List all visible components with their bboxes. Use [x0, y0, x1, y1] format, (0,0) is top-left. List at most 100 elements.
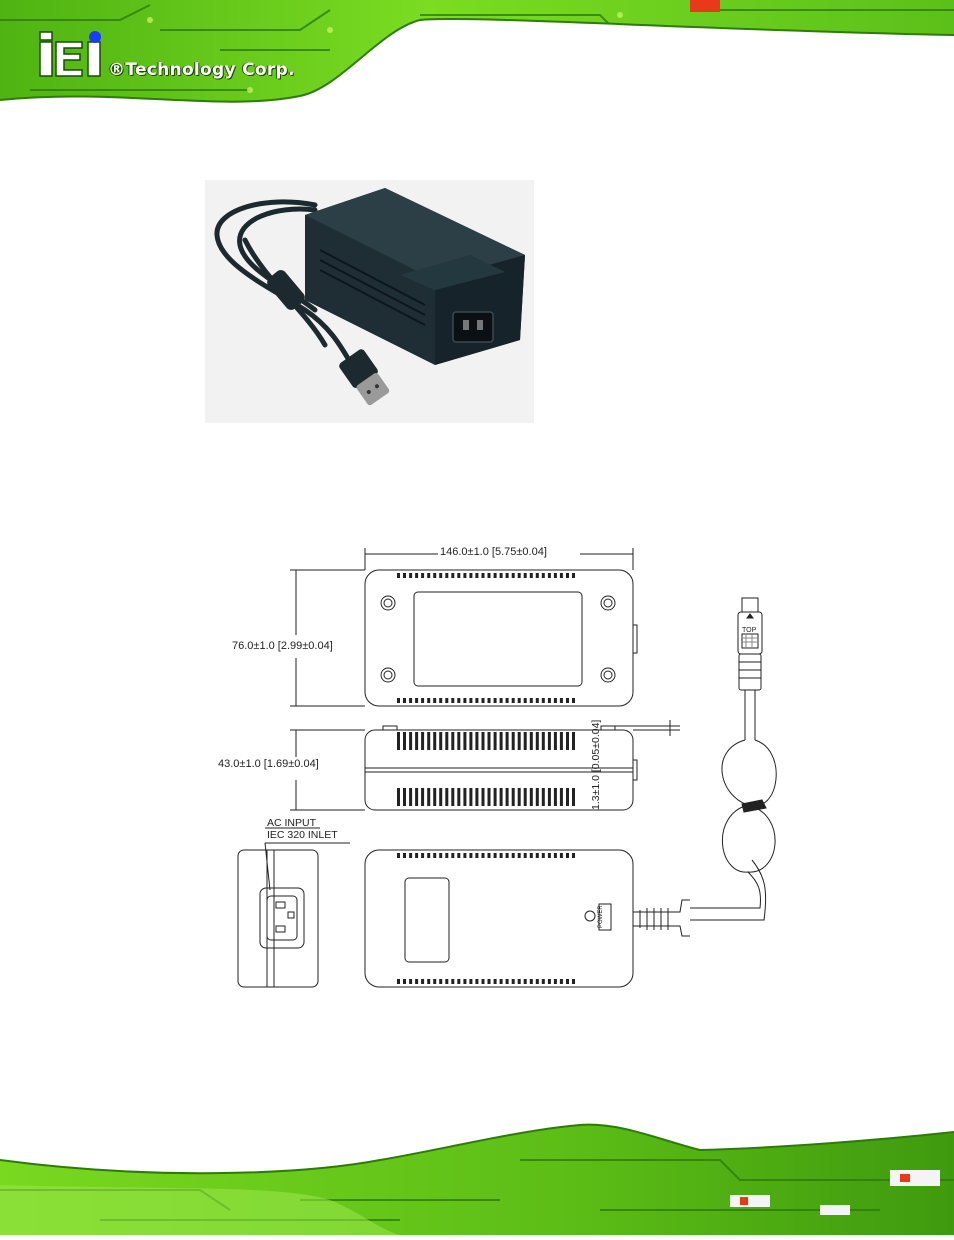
vent-slot — [469, 698, 473, 703]
vent-slot — [517, 979, 521, 984]
vent-slot — [523, 732, 527, 750]
vent-slot — [475, 979, 479, 984]
vent-slot — [529, 698, 533, 703]
vent-slot — [511, 979, 515, 984]
vent-slot — [499, 698, 503, 703]
vent-slot — [421, 732, 425, 750]
vent-slot — [463, 732, 467, 750]
vent-slot — [403, 979, 406, 984]
vent-slot — [481, 788, 485, 806]
vent-slot — [409, 979, 413, 984]
vent-slot — [505, 979, 509, 984]
vent-slot — [535, 979, 539, 984]
vent-slot — [566, 732, 569, 750]
vent-slot — [553, 979, 557, 984]
vent-slot — [457, 853, 461, 858]
vent-slot — [505, 788, 509, 806]
vent-slot — [427, 732, 431, 750]
vent-slot — [463, 788, 467, 806]
vent-slot — [541, 573, 545, 578]
vent-slot — [433, 573, 437, 578]
vent-slot — [493, 788, 497, 806]
vent-slot — [529, 979, 533, 984]
pcb-background-bottom — [0, 1123, 954, 1235]
vent-slot — [547, 573, 551, 578]
vent-slot — [541, 788, 545, 806]
header-banner: ®Technology Corp. — [0, 0, 954, 112]
vent-slot — [409, 853, 413, 858]
vent-slot — [427, 788, 431, 806]
vent-slot — [547, 853, 551, 858]
vent-slot — [547, 788, 551, 806]
vent-slot — [421, 573, 425, 578]
vent-slot — [499, 853, 503, 858]
vent-slot — [535, 788, 539, 806]
vent-slot — [445, 698, 449, 703]
power-adapter-photo — [205, 180, 534, 423]
vent-slot — [463, 573, 467, 578]
vent-slot — [445, 573, 449, 578]
vent-slot — [559, 979, 563, 984]
vent-slot — [421, 853, 425, 858]
vent-slot — [505, 698, 509, 703]
vent-slot — [566, 979, 569, 984]
ac-input-line2: IEC 320 INLET — [267, 829, 338, 841]
vent-slot — [535, 573, 539, 578]
vent-slot — [451, 732, 455, 750]
vent-slot — [451, 979, 455, 984]
vent-slot — [523, 698, 527, 703]
vent-slot — [433, 732, 437, 750]
vent-slot — [463, 979, 467, 984]
vent-slot — [457, 698, 461, 703]
vent-slot — [421, 788, 425, 806]
vent-slot — [409, 698, 413, 703]
vent-slot — [427, 979, 431, 984]
vent-slot — [469, 853, 473, 858]
vent-slot — [475, 788, 479, 806]
vent-slot — [487, 698, 491, 703]
vent-slot — [572, 979, 575, 984]
vent-slot — [433, 788, 437, 806]
vent-slot — [517, 573, 521, 578]
vent-slot — [415, 979, 419, 984]
vent-slot — [505, 853, 509, 858]
vent-slot — [469, 573, 473, 578]
vent-slot — [439, 573, 443, 578]
vent-slot — [572, 732, 575, 750]
vent-slot — [541, 698, 545, 703]
vent-slot — [397, 979, 400, 984]
vent-slot — [511, 698, 515, 703]
vent-slot — [553, 853, 557, 858]
vent-slot — [475, 853, 479, 858]
vent-slot — [481, 573, 485, 578]
vent-slot — [487, 979, 491, 984]
width-dimension: 146.0±1.0 [5.75±0.04] — [440, 546, 547, 558]
vent-slot — [535, 853, 539, 858]
vent-slot — [487, 788, 491, 806]
vent-slot — [572, 698, 575, 703]
vent-slot — [403, 853, 406, 858]
pcb-background-top — [0, 0, 954, 112]
vent-slot — [559, 573, 563, 578]
vent-slot — [439, 732, 443, 750]
vent-slot — [493, 698, 497, 703]
vent-slot — [553, 788, 557, 806]
vent-slot — [475, 698, 479, 703]
vent-slot — [535, 698, 539, 703]
ac-input-label: AC INPUT IEC 320 INLET — [267, 817, 338, 841]
vent-slot — [445, 853, 449, 858]
vent-slot — [499, 732, 503, 750]
ac-input-line1: AC INPUT — [267, 817, 317, 829]
vent-slot — [397, 698, 400, 703]
vent-slot — [427, 698, 431, 703]
vent-slot — [566, 788, 569, 806]
vent-slot — [559, 732, 563, 750]
vent-slot — [541, 979, 545, 984]
vent-slot — [457, 732, 461, 750]
vent-slot — [445, 788, 449, 806]
vent-slot — [493, 979, 497, 984]
vent-slot — [427, 853, 431, 858]
vent-slot — [457, 573, 461, 578]
vent-slot — [559, 698, 563, 703]
vent-slot — [475, 573, 479, 578]
